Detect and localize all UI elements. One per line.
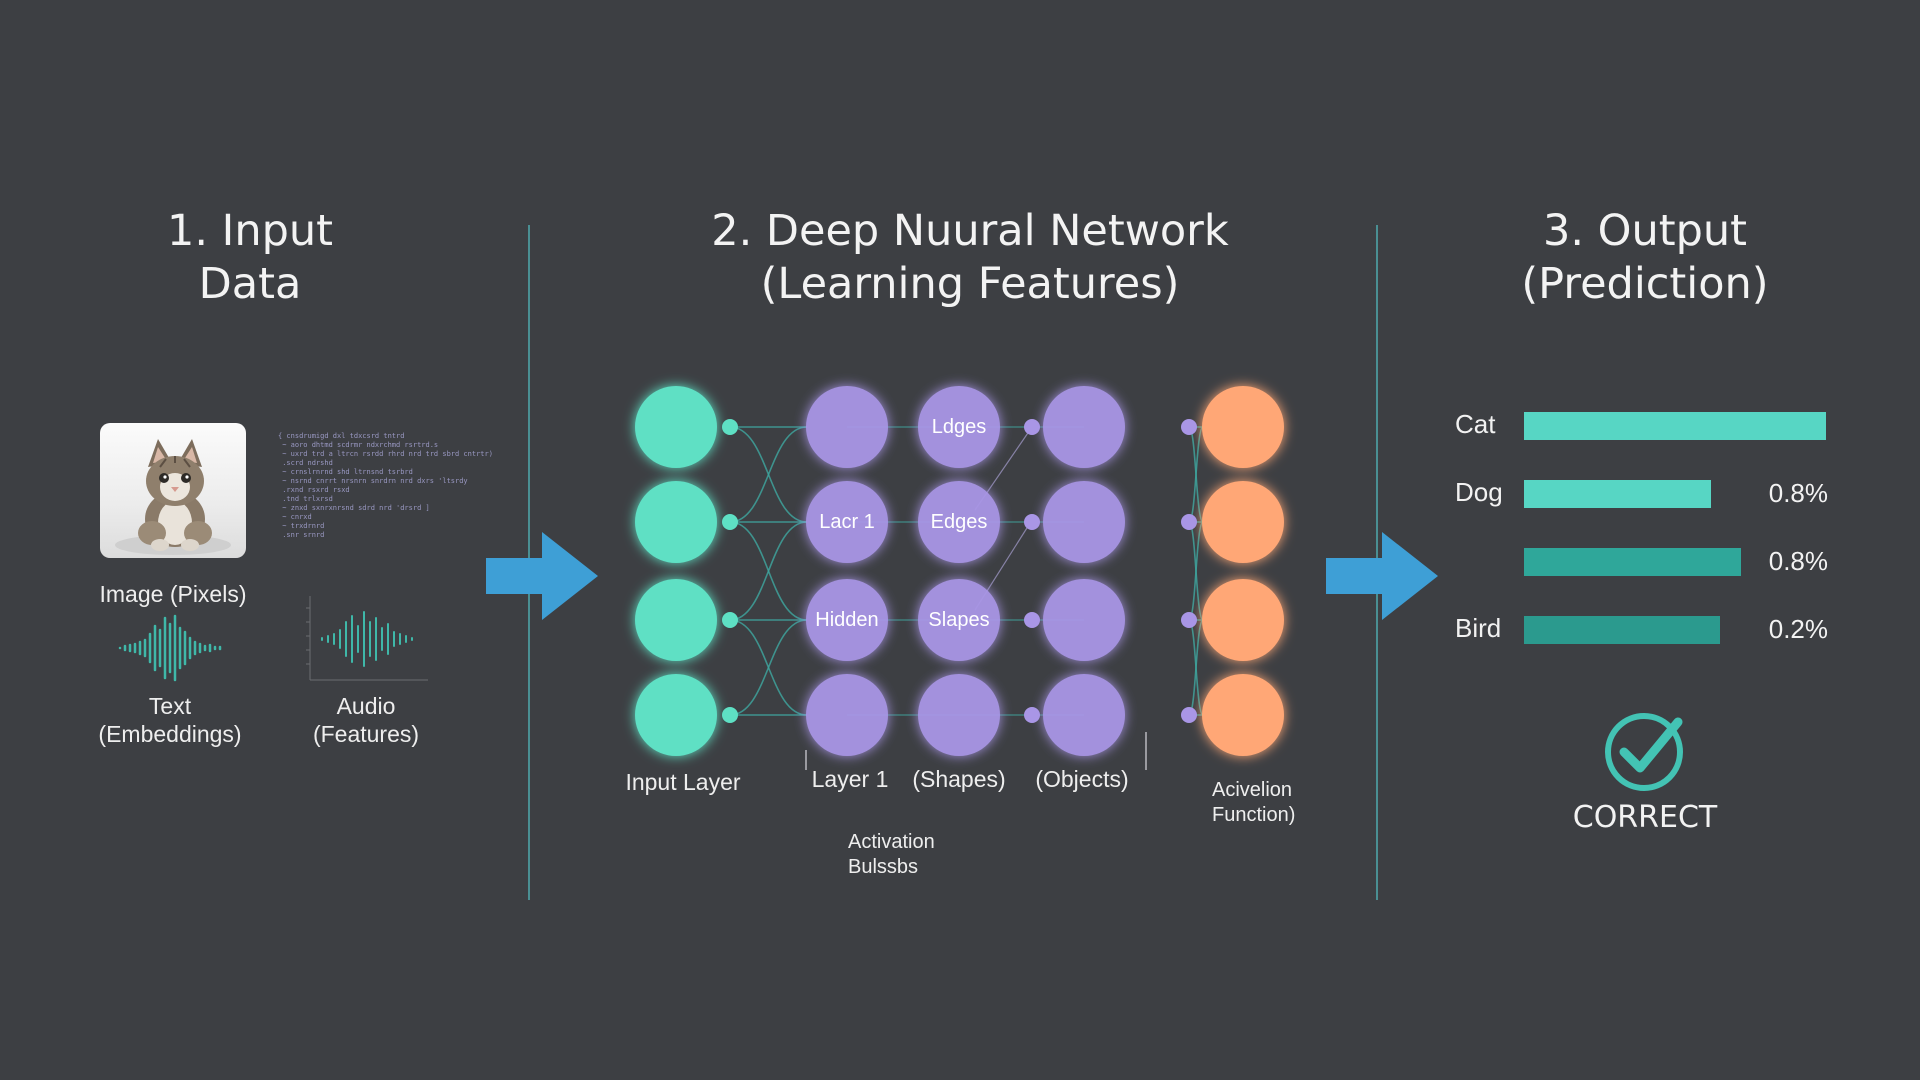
network-title-line2: (Learning Features): [760, 259, 1180, 309]
audio-label-line2: (Features): [312, 721, 420, 747]
audio-features-label: Audio (Features): [296, 692, 436, 748]
network-node: [918, 386, 1000, 468]
audio-waveform-icon: [306, 596, 428, 681]
output-title-line1: 3. Output: [1542, 206, 1748, 256]
shapes-label: (Shapes): [912, 766, 1006, 792]
output-title-line2: (Prediction): [1521, 259, 1769, 309]
input-title-line1: 1. Input: [166, 206, 334, 256]
network-connection: [729, 426, 808, 523]
audio-label-line1: Audio: [336, 693, 396, 719]
network-node: [635, 674, 717, 756]
activation-function-annotation: Acivelion Function): [1212, 778, 1322, 828]
connector-dot: [1024, 419, 1040, 435]
input-section-title: 1. Input Data: [120, 205, 380, 311]
network-node: [918, 674, 1000, 756]
connector-dot: [1024, 514, 1040, 530]
network-node: [635, 386, 717, 468]
network-node: [1202, 579, 1284, 661]
network-node: [1202, 386, 1284, 468]
layer-1-label: Layer 1: [811, 766, 889, 792]
network-node: [635, 579, 717, 661]
prediction-label: Cat: [1455, 409, 1496, 439]
activation-fn-line1: Acivelion: [1212, 779, 1293, 801]
prediction-bar: [1524, 548, 1741, 576]
image-pixels-label: Image (Pixels): [99, 581, 247, 607]
prediction-label: Dog: [1455, 477, 1503, 507]
network-node: [1043, 579, 1125, 661]
activation-bias-annotation: Activation Bulssbs: [848, 830, 958, 880]
connector-dot: [1181, 419, 1197, 435]
network-node: [806, 674, 888, 756]
node-label-layer-1: Lacr 1: [819, 511, 875, 533]
check-circle-icon: [1605, 713, 1683, 791]
neural-network-graph: Ldges Lacr 1 Edges Hidden Slapes: [635, 386, 1284, 770]
text-waveform-icon: [118, 614, 222, 682]
network-node: [1043, 386, 1125, 468]
network-node: [806, 579, 888, 661]
network-title-line1: 2. Deep Nuural Network: [711, 206, 1229, 256]
network-connection: [1188, 619, 1204, 716]
network-to-output-arrow-icon: [1326, 532, 1438, 620]
network-connection: [1188, 521, 1204, 621]
prediction-value: 0.8%: [1768, 546, 1828, 576]
connector-dot: [722, 612, 738, 628]
node-label-hidden: Hidden: [815, 609, 878, 631]
connector-dot: [1024, 612, 1040, 628]
network-nodes: [635, 386, 1284, 756]
connector-dot: [1024, 707, 1040, 723]
activation-fn-line2: Function): [1212, 804, 1296, 826]
network-connection: [729, 521, 808, 621]
connector-dot: [1181, 707, 1197, 723]
output-section-title: 3. Output (Prediction): [1480, 205, 1810, 311]
network-connection: [1188, 426, 1204, 523]
prediction-value: 0.2%: [1768, 614, 1828, 644]
activation-bias-line1: Activation: [848, 831, 935, 853]
node-label-shapes: Slapes: [928, 609, 989, 631]
kitten-image: [100, 423, 246, 558]
prediction-bar: [1524, 480, 1711, 508]
network-node: [806, 386, 888, 468]
network-connections: [729, 426, 1204, 716]
network-node: [918, 579, 1000, 661]
network-node: [918, 481, 1000, 563]
prediction-bar: [1524, 412, 1826, 440]
node-label-edges-top: Ldges: [932, 416, 987, 438]
prediction-value: 0.8%: [1768, 478, 1828, 508]
network-section-title: 2. Deep Nuural Network (Learning Feature…: [640, 205, 1300, 311]
network-node: [1043, 674, 1125, 756]
text-label-line1: Text: [148, 693, 192, 719]
connector-dot: [722, 514, 738, 530]
text-code-snippet: { cnsdrumigd dxl tdxcsrd tntrd ~ aoro dh…: [278, 432, 493, 539]
prediction-label: Bird: [1455, 613, 1502, 643]
input-to-network-arrow-icon: [486, 532, 598, 620]
network-node: [1043, 481, 1125, 563]
node-label-edges-mid: Edges: [931, 511, 988, 533]
input-title-line2: Data: [198, 259, 302, 309]
objects-label: (Objects): [1035, 766, 1129, 792]
input-layer-label: Input Layer: [625, 769, 741, 795]
network-node: [806, 481, 888, 563]
activation-bias-line2: Bulssbs: [848, 856, 919, 878]
text-embeddings-label: Text (Embeddings): [90, 692, 250, 748]
connector-dot: [722, 707, 738, 723]
connector-dot: [1181, 612, 1197, 628]
correct-label: CORRECT: [1572, 800, 1718, 835]
text-label-line2: (Embeddings): [98, 721, 242, 747]
connector-dot: [722, 419, 738, 435]
network-node: [1202, 481, 1284, 563]
network-connection: [729, 619, 808, 716]
network-node: [635, 481, 717, 563]
connector-dot: [1181, 514, 1197, 530]
kitten-illustration: [115, 439, 231, 555]
prediction-bar: [1524, 616, 1720, 644]
network-node: [1202, 674, 1284, 756]
